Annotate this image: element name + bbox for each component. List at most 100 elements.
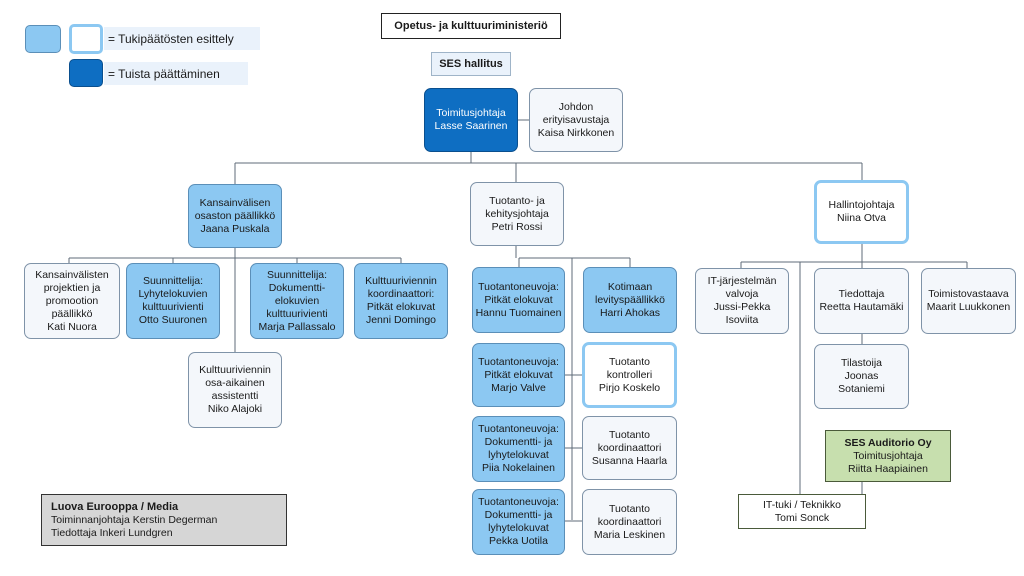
ministry-box: Opetus- ja kulttuuriministeriö <box>381 13 561 39</box>
prod-coordinator-box-2: Tuotanto koordinaattori Maria Leskinen <box>582 489 677 555</box>
prod-right-1-name: Harri Ahokas <box>599 306 661 319</box>
prod-advisor-2-line-1: Tuotantoneuvoja: <box>478 355 559 368</box>
prod-advisor-4-line-2: Dokumentti- ja <box>484 509 553 521</box>
prod-advisor-2-name: Marjo Valve <box>491 381 546 394</box>
ceo-title: Toimitusjohtaja <box>436 107 506 119</box>
intl-head-name: Jaana Puskala <box>200 222 270 235</box>
admin-head-title: Hallintojohtaja <box>828 199 895 211</box>
intl-staff-4-line-1: Kulttuuriviennin <box>365 275 437 287</box>
prod-advisor-1-line-2: Pitkät elokuvat <box>484 293 553 306</box>
prod-right-1-line-2: levityspäällikkö <box>594 293 666 306</box>
admin-it-line-4: Isoviita <box>725 314 759 326</box>
legend-swatch-dark <box>69 59 103 87</box>
intl-staff-3-line-3: elokuvien <box>274 294 320 307</box>
prod-advisor-box-3: Tuotantoneuvoja: Dokumentti- ja lyhytelo… <box>472 416 565 482</box>
prod-right-3-line-1: Tuotanto <box>608 428 651 441</box>
prod-advisor-4-line-1: Tuotantoneuvoja: <box>478 496 559 508</box>
admin-info-title: Tiedottaja <box>838 288 885 300</box>
prod-advisor-3-name: Piia Nokelainen <box>482 462 555 474</box>
board-label: SES hallitus <box>439 57 503 70</box>
ministry-label: Opetus- ja kulttuuriministeriö <box>394 19 548 32</box>
admin-it-line-3: Jussi-Pekka <box>713 301 771 313</box>
intl-head-line-1: Kansainvälisen <box>199 196 271 209</box>
it-support-box: IT-tuki / Teknikko Tomi Sonck <box>738 494 866 529</box>
admin-head-name: Niina Otva <box>836 212 887 224</box>
legend-support-label: = Tukipäätösten esittely <box>104 27 260 50</box>
intl-staff-1-line-1: Kansainvälisten <box>35 268 109 281</box>
prod-advisor-3-line-2: Dokumentti- ja <box>484 436 553 448</box>
prod-head-box: Tuotanto- ja kehitysjohtaja Petri Rossi <box>470 182 564 246</box>
intl-staff-box-2: Suunnittelija: Lyhytelokuvien kulttuuriv… <box>126 263 220 339</box>
intl-staff-1-line-3: promootion <box>45 294 99 307</box>
intl-staff-2-name: Otto Suuronen <box>138 314 208 326</box>
media-box: Luova Eurooppa / Media Toiminnanjohtaja … <box>41 494 287 546</box>
intl-head-line-2: osaston päällikkö <box>194 209 276 222</box>
admin-it-line-1: IT-järjestelmän <box>707 275 777 287</box>
prod-distribution-box: Kotimaan levityspäällikkö Harri Ahokas <box>583 267 677 333</box>
prod-right-3-name: Susanna Haarla <box>591 454 668 467</box>
intl-staff-3-name: Marja Pallassalo <box>258 320 336 333</box>
admin-head-box: Hallintojohtaja Niina Otva <box>814 180 909 244</box>
ceo-name: Lasse Saarinen <box>434 120 508 132</box>
prod-right-1-line-1: Kotimaan <box>607 280 653 293</box>
prod-advisor-3-line-3: lyhytelokuvat <box>488 449 549 461</box>
admin-stat-line-3: Sotaniemi <box>838 383 885 395</box>
intl-staff-box-3: Suunnittelija: Dokumentti- elokuvien kul… <box>250 263 344 339</box>
assistant-name: Kaisa Nirkkonen <box>537 126 615 139</box>
board-box: SES hallitus <box>431 52 511 76</box>
admin-stat-box: Tilastoija Joonas Sotaniemi <box>814 344 909 409</box>
admin-office-title: Toimistovastaava <box>928 288 1009 300</box>
prod-right-2-line-1: Tuotanto <box>608 355 651 368</box>
intl-staff-2-line-3: kulttuurivienti <box>142 301 204 313</box>
intl-staff-1-line-2: projektien ja <box>43 281 101 294</box>
admin-info-name: Reetta Hautamäki <box>819 301 904 313</box>
assistant-line-2: erityisavustaja <box>542 113 610 126</box>
intl-staff-box-1: Kansainvälisten projektien ja promootion… <box>24 263 120 339</box>
admin-it-box: IT-järjestelmän valvoja Jussi-Pekka Isov… <box>695 268 789 334</box>
prod-advisor-2-line-2: Pitkät elokuvat <box>484 368 553 381</box>
intl-staff-2-line-2: Lyhytelokuvien <box>138 288 208 300</box>
intl-head-box: Kansainvälisen osaston päällikkö Jaana P… <box>188 184 282 248</box>
prod-advisor-box-1: Tuotantoneuvoja: Pitkät elokuvat Hannu T… <box>472 267 565 333</box>
admin-stat-line-2: Joonas <box>844 370 879 382</box>
prod-advisor-1-name: Hannu Tuomainen <box>475 306 562 319</box>
auditorio-name: Riitta Haapiainen <box>848 462 928 475</box>
auditorio-box: SES Auditorio Oy Toimitusjohtaja Riitta … <box>825 430 951 482</box>
admin-stat-title: Tilastoija <box>840 357 883 369</box>
media-title: Luova Eurooppa / Media <box>51 500 179 513</box>
prod-controller-box: Tuotanto kontrolleri Pirjo Koskelo <box>582 342 677 408</box>
prod-right-2-line-2: kontrolleri <box>606 368 653 381</box>
prod-right-4-name: Maria Leskinen <box>593 528 666 541</box>
auditorio-role: Toimitusjohtaja <box>853 449 923 462</box>
intl-staff-5-line-3: assistentti <box>211 390 259 402</box>
media-line-2: Tiedottaja Inkeri Lundgren <box>51 526 173 539</box>
prod-advisor-4-line-3: lyhytelokuvat <box>488 522 549 534</box>
it-support-name: Tomi Sonck <box>774 511 830 524</box>
intl-staff-3-line-1: Suunnittelija: <box>266 268 328 281</box>
prod-coordinator-box-1: Tuotanto koordinaattori Susanna Haarla <box>582 416 677 480</box>
intl-staff-4-line-3: Pitkät elokuvat <box>366 301 436 313</box>
admin-it-line-2: valvoja <box>725 288 759 300</box>
intl-staff-4-name: Jenni Domingo <box>365 314 437 326</box>
prod-right-4-line-2: koordinaattori <box>597 515 662 528</box>
prod-right-2-name: Pirjo Koskelo <box>598 381 661 394</box>
media-line-1: Toiminnanjohtaja Kerstin Degerman <box>51 513 218 526</box>
prod-right-3-line-2: koordinaattori <box>597 441 662 454</box>
prod-right-4-line-1: Tuotanto <box>608 502 651 515</box>
assistant-box: Johdon erityisavustaja Kaisa Nirkkonen <box>529 88 623 152</box>
intl-staff-3-line-2: Dokumentti- <box>268 281 326 294</box>
legend-swatch-outline <box>69 24 103 54</box>
legend-decision-label: = Tuista päättäminen <box>104 62 248 85</box>
it-support-title: IT-tuki / Teknikko <box>762 498 841 511</box>
admin-info-box: Tiedottaja Reetta Hautamäki <box>814 268 909 334</box>
assistant-line-1: Johdon <box>558 100 594 113</box>
legend-swatch-light <box>25 25 61 53</box>
prod-advisor-box-2: Tuotantoneuvoja: Pitkät elokuvat Marjo V… <box>472 343 565 407</box>
intl-staff-4-line-2: koordinaattori: <box>367 288 435 300</box>
intl-staff-1-name: Kati Nuora <box>47 320 97 333</box>
prod-advisor-3-line-1: Tuotantoneuvoja: <box>478 423 559 435</box>
prod-advisor-1-line-1: Tuotantoneuvoja: <box>478 280 559 293</box>
intl-staff-5-name: Niko Alajoki <box>207 403 263 415</box>
